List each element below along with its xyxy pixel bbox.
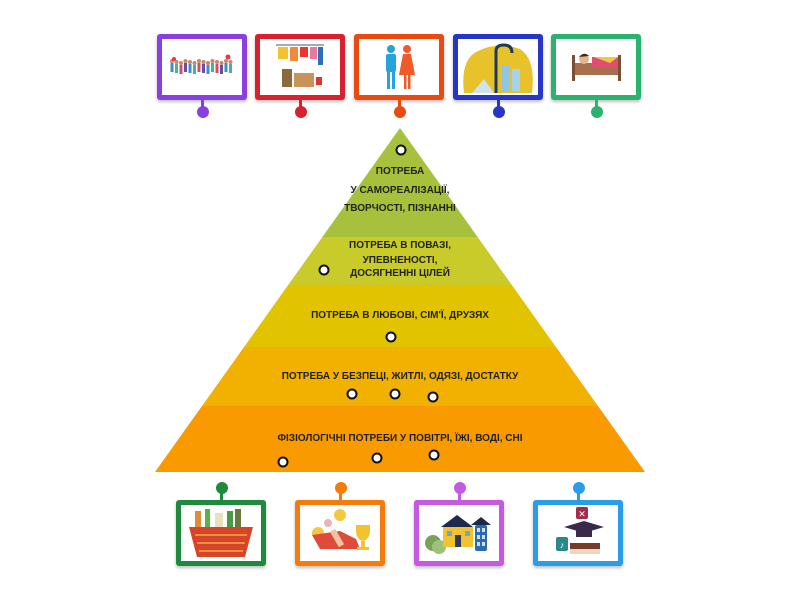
house-money-icon: [425, 515, 491, 554]
bottom-card-3[interactable]: [414, 500, 504, 566]
top-card-1[interactable]: [157, 34, 247, 100]
drop-target-level-4[interactable]: [389, 388, 401, 400]
pyramid-level-label: ПОТРЕБА: [375, 166, 425, 177]
card-drag-pin[interactable]: [216, 482, 228, 494]
drop-target-level-4[interactable]: [346, 388, 358, 400]
bottom-card-1[interactable]: [176, 500, 266, 566]
top-card-3[interactable]: [354, 34, 444, 100]
bottom-card-4[interactable]: ✕♪: [533, 500, 623, 566]
drop-target-level-4[interactable]: [427, 391, 439, 403]
card-drag-pin[interactable]: [573, 482, 585, 494]
drop-target-level-2[interactable]: [318, 264, 330, 276]
card-connector: [299, 100, 302, 110]
bottom-card-2[interactable]: [295, 500, 385, 566]
water-tap-icon: [463, 43, 533, 93]
card-connector: [339, 492, 342, 502]
pyramid-level-label: ТВОРЧОСТІ, ПІЗНАННІ: [344, 203, 456, 214]
pyramid-level-label: ФІЗІОЛОГІЧНІ ПОТРЕБИ У ПОВІТРІ, ЇЖІ, ВОД…: [277, 433, 523, 444]
card-connector: [577, 492, 580, 502]
card-drag-pin[interactable]: [454, 482, 466, 494]
pyramid-level-label: ПОТРЕБА В ЛЮБОВІ, СІМ'Ї, ДРУЗЯХ: [311, 310, 489, 321]
svg-text:✕: ✕: [578, 509, 586, 519]
card-connector: [497, 100, 500, 110]
crowd-people-icon: [170, 54, 233, 74]
card-connector: [220, 492, 223, 502]
pyramid-level-5: [155, 406, 645, 472]
drop-target-level-1[interactable]: [395, 144, 407, 156]
card-drag-pin[interactable]: [493, 106, 505, 118]
top-card-4[interactable]: [453, 34, 543, 100]
svg-text:♪: ♪: [560, 540, 565, 550]
pyramid-level-label: У САМОРЕАЛІЗАЦІЇ,: [350, 185, 450, 196]
card-connector: [398, 100, 401, 110]
card-drag-pin[interactable]: [394, 106, 406, 118]
pyramid-level-label: УПЕВНЕНОСТІ,: [362, 255, 438, 266]
drop-target-level-5[interactable]: [371, 452, 383, 464]
card-drag-pin[interactable]: [591, 106, 603, 118]
card-connector: [595, 100, 598, 110]
pyramid-level-label: ПОТРЕБА У БЕЗПЕЦІ, ЖИТЛІ, ОДЯЗІ, ДОСТАТК…: [281, 371, 519, 382]
top-card-5[interactable]: [551, 34, 641, 100]
card-drag-pin[interactable]: [295, 106, 307, 118]
sleeping-bed-icon: [572, 53, 621, 81]
food-basket-icon: [189, 509, 253, 557]
pyramid-level-label: ПОТРЕБА В ПОВАЗІ,: [349, 240, 451, 251]
card-drag-pin[interactable]: [197, 106, 209, 118]
clothes-rack-icon: [276, 44, 324, 87]
drop-target-level-3[interactable]: [385, 331, 397, 343]
pyramid-level-label: ДОСЯГНЕННІ ЦІЛЕЙ: [350, 268, 450, 279]
card-connector: [458, 492, 461, 502]
card-drag-pin[interactable]: [335, 482, 347, 494]
education-books-icon: ✕♪: [556, 507, 604, 554]
top-card-2[interactable]: [255, 34, 345, 100]
card-connector: [201, 100, 204, 110]
man-woman-icon: [386, 45, 415, 89]
drop-target-level-5[interactable]: [428, 449, 440, 461]
drop-target-level-5[interactable]: [277, 456, 289, 468]
achievement-trophy-icon: [312, 509, 370, 550]
